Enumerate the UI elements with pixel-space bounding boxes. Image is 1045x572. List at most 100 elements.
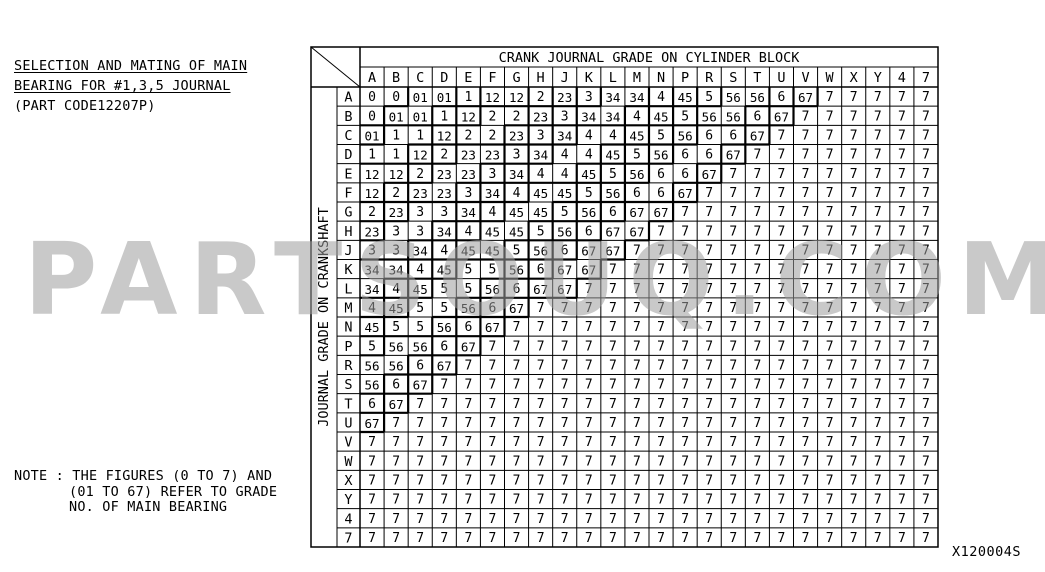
- grade-cell: 7: [802, 339, 810, 354]
- grade-cell: 7: [537, 435, 545, 450]
- grade-cell: 7: [440, 416, 448, 431]
- grade-cell: 7: [537, 378, 545, 393]
- grade-cell: 3: [440, 205, 448, 220]
- grade-cell: 7: [802, 358, 810, 373]
- grade-cell: 7: [850, 90, 858, 105]
- grade-cell: 7: [753, 263, 761, 278]
- grade-cell: 7: [537, 493, 545, 508]
- grade-cell: 3: [392, 243, 400, 258]
- grade-cell: 7: [585, 531, 593, 546]
- grade-cell: 7: [874, 378, 882, 393]
- grade-cell: 67: [365, 416, 380, 431]
- column-header-e: E: [464, 70, 472, 86]
- grade-cell: 7: [850, 148, 858, 163]
- grade-cell: 56: [389, 358, 404, 373]
- grade-cell: 7: [802, 435, 810, 450]
- grade-cell: 7: [513, 435, 521, 450]
- grade-cell: 1: [392, 128, 400, 143]
- grade-cell: 56: [654, 148, 669, 163]
- grade-cell: 7: [633, 301, 641, 316]
- grade-cell: 7: [753, 493, 761, 508]
- grade-cell: 7: [898, 128, 906, 143]
- grade-cell: 56: [605, 186, 620, 201]
- grade-cell: 7: [826, 90, 834, 105]
- grade-cell: 7: [633, 243, 641, 258]
- row-header-p: P: [344, 339, 352, 355]
- grade-cell: 7: [874, 454, 882, 469]
- grade-cell: 56: [581, 205, 596, 220]
- grade-cell: 34: [629, 90, 644, 105]
- grade-cell: 45: [557, 186, 572, 201]
- grade-cell: 7: [922, 224, 930, 239]
- grade-cell: 12: [509, 90, 524, 105]
- grade-cell: 7: [922, 378, 930, 393]
- grade-cell: 7: [633, 531, 641, 546]
- grade-cell: 7: [753, 301, 761, 316]
- grade-cell: 4: [513, 186, 521, 201]
- grade-cell: 7: [392, 435, 400, 450]
- grade-cell: 7: [489, 416, 497, 431]
- grade-cell: 45: [485, 224, 500, 239]
- grade-cell: 7: [705, 301, 713, 316]
- grade-cell: 7: [537, 301, 545, 316]
- grade-cell: 67: [702, 167, 717, 182]
- grade-cell: 7: [753, 282, 761, 297]
- grade-cell: 7: [681, 263, 689, 278]
- grade-cell: 12: [485, 90, 500, 105]
- grade-cell: 7: [778, 397, 786, 412]
- column-header-u: U: [777, 70, 785, 86]
- grade-cell: 7: [729, 167, 737, 182]
- grade-cell: 7: [826, 493, 834, 508]
- grade-cell: 7: [681, 339, 689, 354]
- grade-cell: 7: [609, 378, 617, 393]
- grade-cell: 7: [753, 243, 761, 258]
- grade-cell: 7: [489, 454, 497, 469]
- grade-cell: 7: [681, 243, 689, 258]
- grade-cell: 7: [850, 416, 858, 431]
- grade-cell: 7: [874, 531, 882, 546]
- grade-cell: 7: [753, 416, 761, 431]
- grade-cell: 23: [485, 148, 500, 163]
- grade-cell: 7: [850, 205, 858, 220]
- grade-cell: 7: [705, 224, 713, 239]
- row-header-u: U: [344, 415, 352, 431]
- grade-cell: 7: [681, 378, 689, 393]
- grade-cell: 7: [826, 224, 834, 239]
- grade-cell: 7: [633, 416, 641, 431]
- grade-cell: 7: [802, 397, 810, 412]
- grade-cell: 7: [657, 224, 665, 239]
- grade-cell: 7: [537, 397, 545, 412]
- grade-cell: 7: [802, 224, 810, 239]
- grade-cell: 7: [802, 320, 810, 335]
- grade-cell: 7: [705, 186, 713, 201]
- column-header-d: D: [440, 70, 448, 86]
- grade-cell: 6: [753, 109, 761, 124]
- column-header-4: 4: [898, 70, 906, 86]
- grade-cell: 7: [681, 282, 689, 297]
- column-header-k: K: [585, 70, 594, 86]
- grade-cell: 7: [513, 454, 521, 469]
- title-line-1: SELECTION AND MATING OF MAIN: [14, 58, 248, 74]
- grade-cell: 7: [729, 435, 737, 450]
- grade-cell: 5: [681, 109, 689, 124]
- grade-cell: 7: [898, 320, 906, 335]
- grade-cell: 7: [802, 148, 810, 163]
- grade-cell: 7: [898, 263, 906, 278]
- grade-cell: 45: [605, 148, 620, 163]
- grade-cell: 5: [416, 301, 424, 316]
- grade-cell: 7: [874, 128, 882, 143]
- grade-cell: 7: [585, 416, 593, 431]
- grade-cell: 7: [561, 378, 569, 393]
- grade-cell: 4: [657, 90, 665, 105]
- grade-cell: 7: [826, 397, 834, 412]
- grade-cell: 7: [898, 339, 906, 354]
- grade-cell: 7: [850, 320, 858, 335]
- grade-cell: 6: [416, 358, 424, 373]
- grade-cell: 7: [874, 243, 882, 258]
- grade-cell: 7: [681, 493, 689, 508]
- column-title: CRANK JOURNAL GRADE ON CYLINDER BLOCK: [499, 50, 801, 66]
- grade-cell: 67: [678, 186, 693, 201]
- grade-cell: 7: [778, 339, 786, 354]
- grade-cell: 7: [802, 128, 810, 143]
- grade-cell: 7: [585, 320, 593, 335]
